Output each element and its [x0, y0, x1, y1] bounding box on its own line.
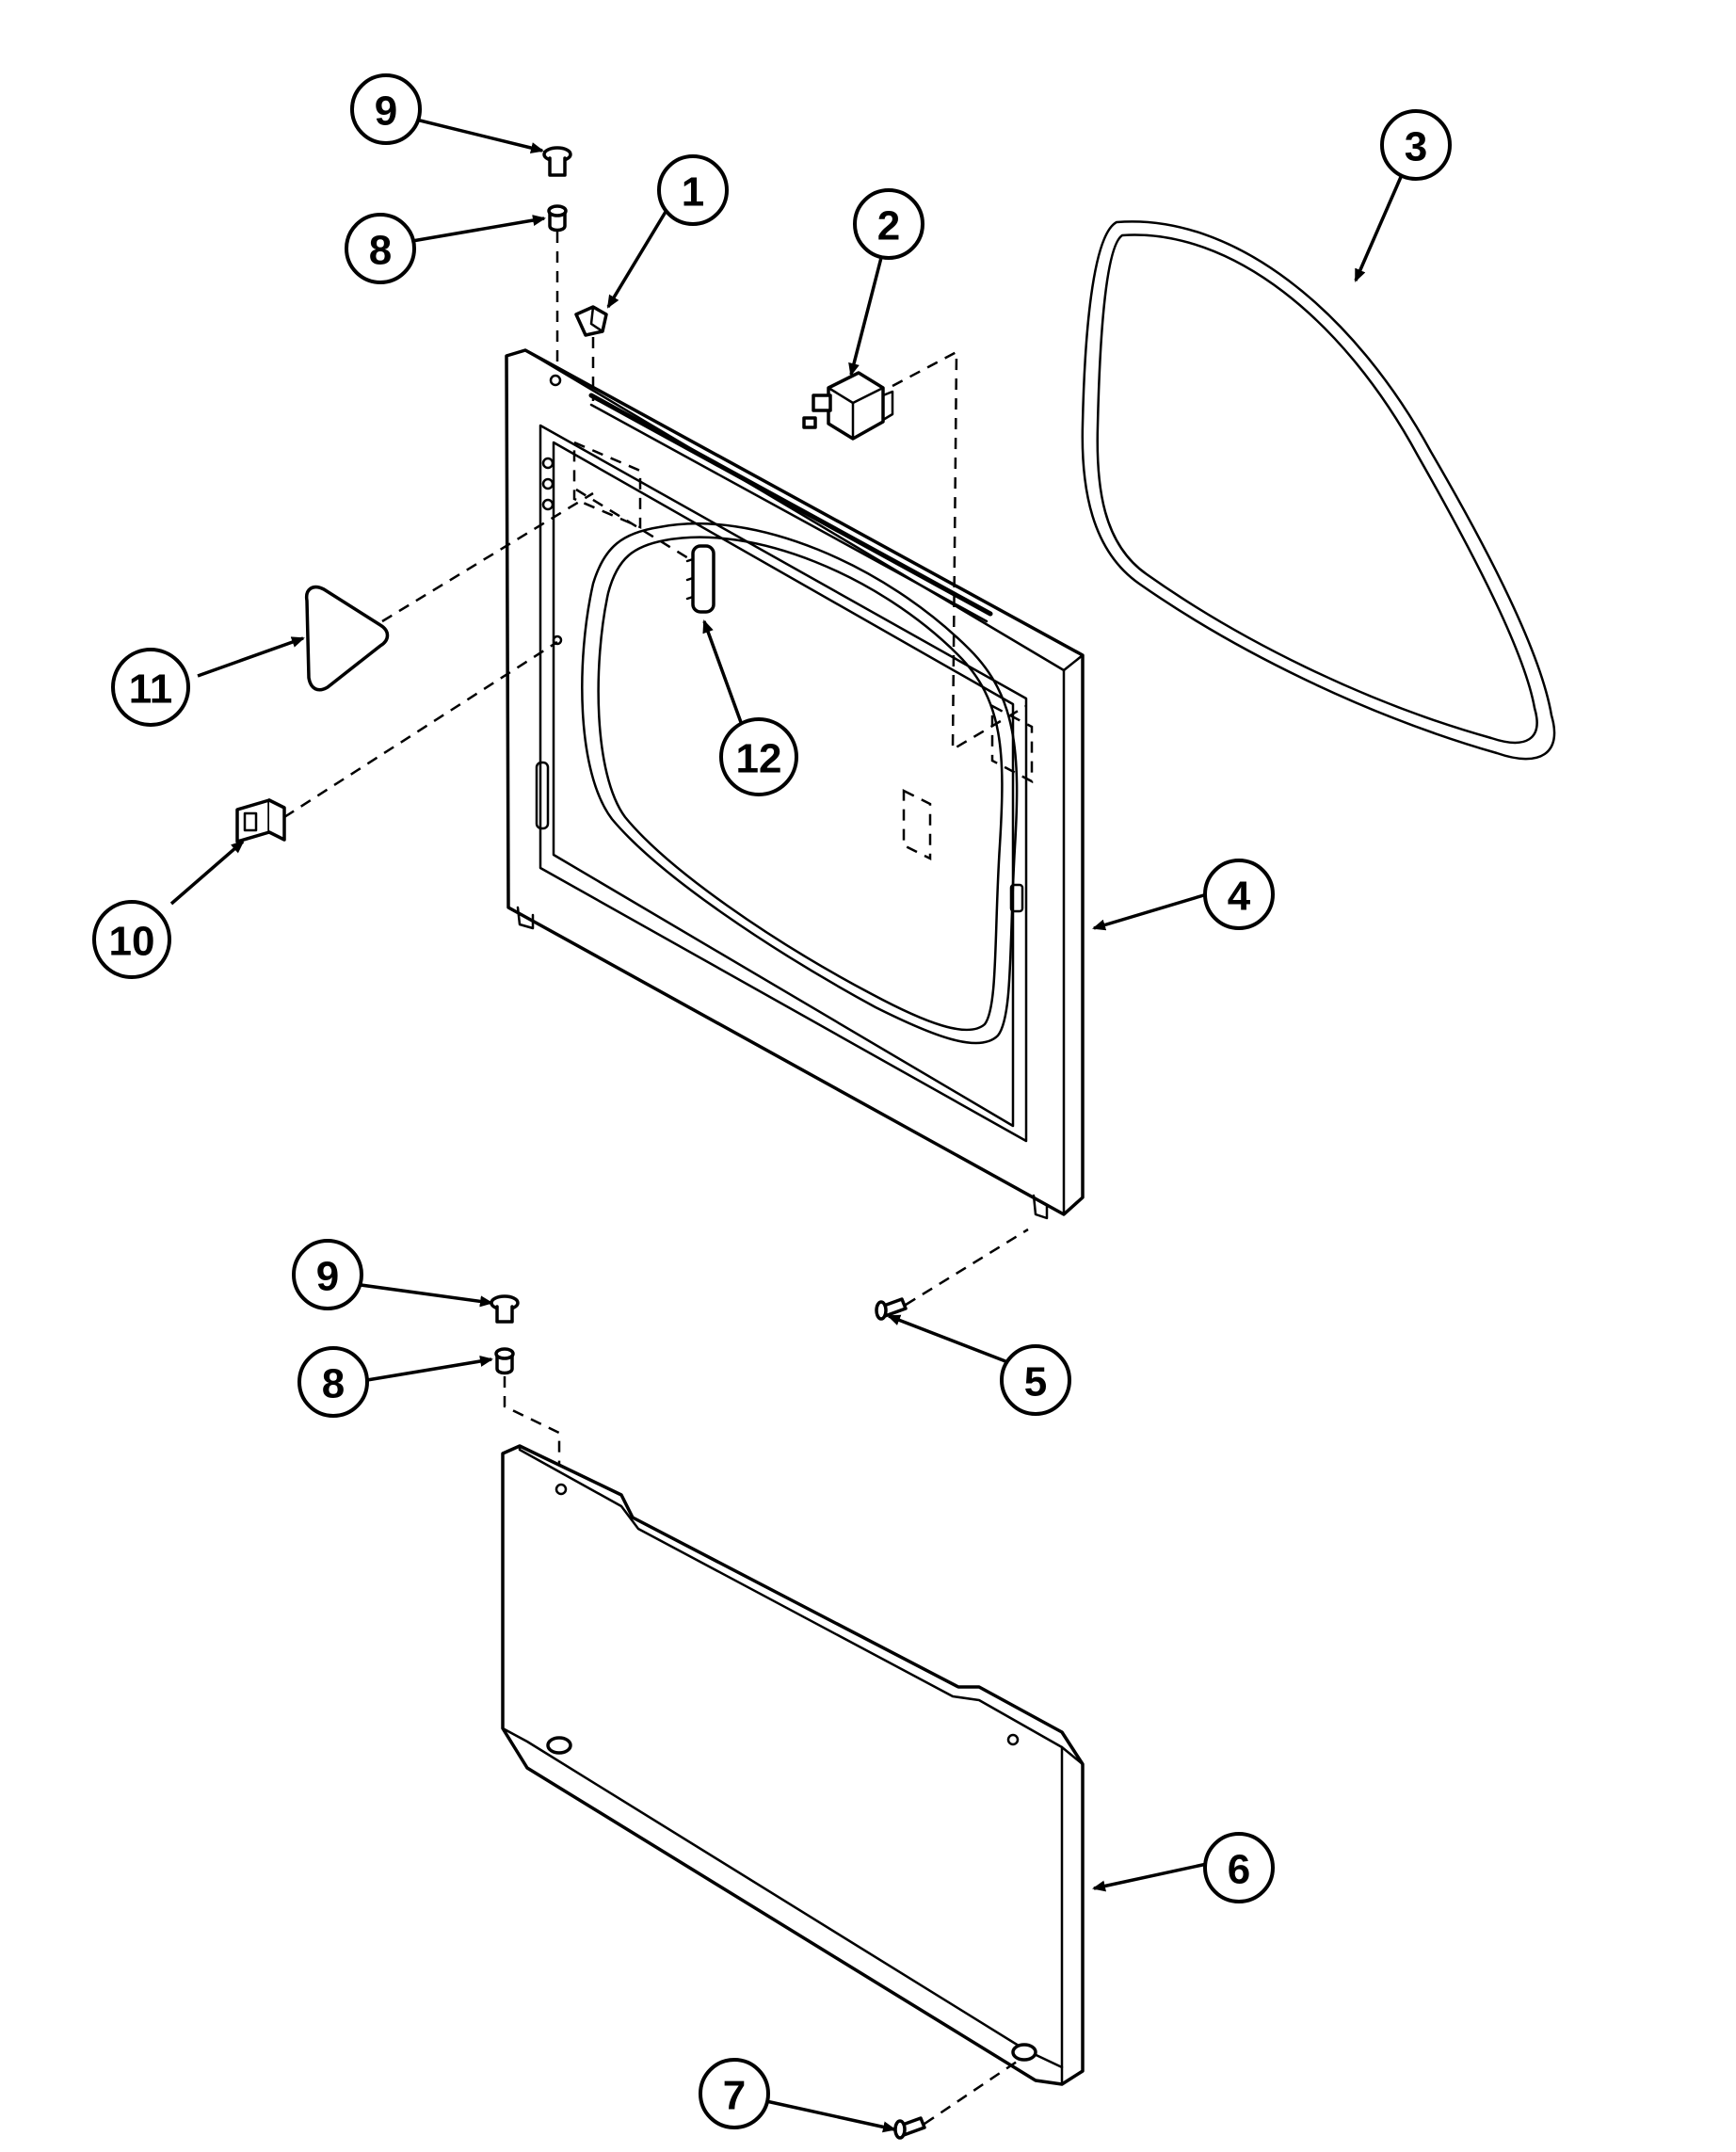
callout-8-top: 8	[345, 213, 416, 284]
door-seal-gasket	[1081, 220, 1556, 761]
door-catch-part-12	[685, 544, 715, 614]
callout-label: 4	[1228, 874, 1251, 920]
screw-part-9-top	[542, 146, 572, 177]
callout-label: 9	[375, 88, 397, 135]
callout-label: 11	[129, 666, 173, 713]
callout-label: 2	[877, 203, 900, 249]
callout-label: 8	[322, 1361, 345, 1407]
screw-part-7	[893, 2116, 926, 2140]
callout-label: 1	[682, 169, 704, 216]
callout-5: 5	[1000, 1344, 1071, 1416]
callout-label: 6	[1228, 1847, 1250, 1893]
callout-12: 12	[719, 717, 798, 796]
callout-11: 11	[111, 648, 190, 727]
callout-label: 3	[1405, 124, 1427, 170]
spacer-part-8-top	[547, 204, 568, 233]
callout-6: 6	[1203, 1832, 1275, 1903]
callout-label: 8	[369, 228, 392, 274]
screw-part-5	[875, 1297, 908, 1321]
callout-label: 10	[109, 919, 155, 965]
toe-panel	[501, 1444, 1085, 2086]
callout-1: 1	[657, 154, 729, 226]
screw-part-9-bottom	[490, 1294, 520, 1324]
door-switch-part-2	[802, 371, 894, 441]
triangle-label-part-11	[304, 585, 390, 692]
callout-3: 3	[1380, 109, 1452, 181]
callout-label: 12	[736, 736, 782, 782]
front-panel	[505, 348, 1085, 1220]
callout-9-top: 9	[350, 73, 422, 145]
callout-label: 7	[723, 2073, 746, 2119]
push-button-part-10	[235, 798, 286, 843]
callout-2: 2	[853, 188, 924, 260]
callout-7: 7	[699, 2058, 770, 2129]
callout-8-bottom: 8	[297, 1346, 369, 1418]
callout-label: 9	[316, 1254, 339, 1300]
leader-arrows	[169, 117, 1403, 2133]
callout-label: 5	[1024, 1359, 1047, 1405]
spacer-part-8-bottom	[494, 1347, 515, 1375]
actuator-part-1	[574, 305, 608, 337]
callout-4: 4	[1203, 859, 1275, 930]
callout-10: 10	[92, 900, 171, 979]
callout-9-bottom: 9	[292, 1239, 363, 1310]
